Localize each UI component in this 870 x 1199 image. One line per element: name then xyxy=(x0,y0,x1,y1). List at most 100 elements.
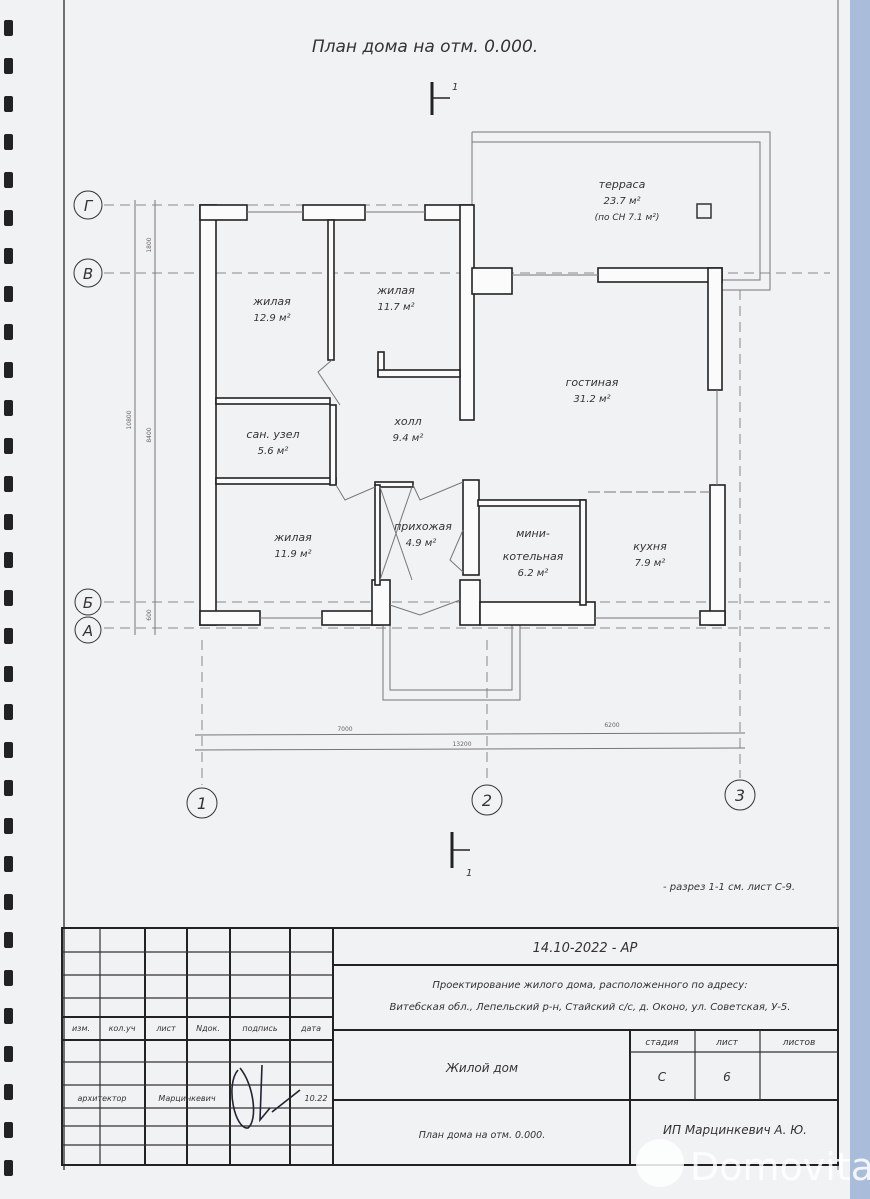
axis-col-2: 2 xyxy=(471,784,503,816)
binding-hole xyxy=(4,438,13,454)
svg-text:2: 2 xyxy=(482,791,492,810)
project-line-1: Проектирование жилого дома, расположенно… xyxy=(432,980,747,991)
svg-text:Б: Б xyxy=(83,594,93,612)
dim-v3: 600 xyxy=(146,609,153,621)
project-line-2: Витебская обл., Лепельский р-н, Стайский… xyxy=(390,1001,791,1013)
binding-hole xyxy=(4,780,13,796)
svg-text:кол.уч: кол.уч xyxy=(109,1024,136,1033)
binding-hole xyxy=(4,476,13,492)
binding-hole xyxy=(4,210,13,226)
svg-text:гостиная: гостиная xyxy=(566,376,619,389)
sheet-title: План дома на отм. 0.000. xyxy=(419,1130,545,1141)
svg-text:дата: дата xyxy=(300,1024,321,1033)
binding-hole xyxy=(4,1008,13,1024)
svg-text:мини-: мини- xyxy=(516,527,550,540)
svg-text:А: А xyxy=(82,622,93,640)
room-bedroom-3: жилая 11.9 м² xyxy=(273,531,312,560)
binding-hole xyxy=(4,970,13,986)
svg-text:жилая: жилая xyxy=(252,295,291,308)
svg-text:11.9 м²: 11.9 м² xyxy=(275,549,312,560)
object-name: Жилой дом xyxy=(445,1061,518,1075)
svg-text:4.9 м²: 4.9 м² xyxy=(406,538,437,549)
dim-13200: 13200 xyxy=(452,741,471,748)
sign-date: 10.22 xyxy=(305,1094,328,1103)
axis-col-3: 3 xyxy=(724,779,756,811)
svg-text:3: 3 xyxy=(735,786,745,805)
plan-title: План дома на отм. 0.000. xyxy=(312,37,538,57)
room-hall: холл 9.4 м² xyxy=(393,415,424,444)
binding-hole xyxy=(4,400,13,416)
svg-text:лист: лист xyxy=(155,1024,176,1033)
paper xyxy=(0,0,850,1199)
room-living: гостиная 31.2 м² xyxy=(566,376,619,405)
sheet-value: 6 xyxy=(723,1070,731,1084)
svg-text:11.7 м²: 11.7 м² xyxy=(378,302,415,313)
svg-text:кухня: кухня xyxy=(633,540,667,553)
svg-text:котельная: котельная xyxy=(503,550,564,563)
svg-text:1: 1 xyxy=(197,794,207,813)
binding-hole xyxy=(4,742,13,758)
svg-text:(по СН 7.1 м²): (по СН 7.1 м²) xyxy=(595,213,660,223)
svg-text:прихожая: прихожая xyxy=(394,520,452,533)
binding-hole xyxy=(4,552,13,568)
section-mark-bottom: 1 xyxy=(450,832,472,879)
signature xyxy=(231,1064,301,1129)
dimension-lines: 7000 6200 13200 1800 8400 10800 600 xyxy=(126,200,746,751)
domovita-watermark: Domovita xyxy=(636,1139,870,1189)
room-boiler: мини-котельная 6.2 м² xyxy=(503,527,564,579)
binding-hole xyxy=(4,248,13,264)
binding-hole xyxy=(4,172,13,188)
room-entrance: прихожая 4.9 м² xyxy=(394,520,452,549)
svg-text:терраса: терраса xyxy=(599,178,646,191)
axis-row-Б: Б xyxy=(74,588,102,616)
svg-text:31.2 м²: 31.2 м² xyxy=(574,394,611,405)
svg-text:6.2 м²: 6.2 м² xyxy=(518,568,549,579)
stage-label: стадия xyxy=(645,1038,679,1048)
binding-holes xyxy=(4,20,13,1176)
dim-7000: 7000 xyxy=(337,726,352,733)
svg-text:1: 1 xyxy=(466,868,472,879)
axis-row-В: В xyxy=(73,258,103,288)
svg-text:жилая: жилая xyxy=(273,531,312,544)
svg-text:Nдок.: Nдок. xyxy=(196,1024,220,1033)
terrace: терраса 23.7 м² (по СН 7.1 м²) xyxy=(471,131,771,291)
svg-text:изм.: изм. xyxy=(72,1024,90,1033)
section-note: - разрез 1-1 см. лист С-9. xyxy=(663,882,795,893)
axis-col-1: 1 xyxy=(186,787,218,819)
room-bedroom-1: жилая 12.9 м² xyxy=(252,295,291,324)
svg-text:5.6 м²: 5.6 м² xyxy=(258,446,289,457)
binding-hole xyxy=(4,628,13,644)
svg-text:9.4 м²: 9.4 м² xyxy=(393,433,424,444)
sheet-label: лист xyxy=(715,1038,739,1048)
binding-hole xyxy=(4,1046,13,1062)
axis-row-А: А xyxy=(74,616,102,644)
svg-text:холл: холл xyxy=(393,415,421,428)
binding-hole xyxy=(4,134,13,150)
svg-text:23.7 м²: 23.7 м² xyxy=(604,196,641,207)
binding-hole xyxy=(4,1160,13,1176)
binding-hole xyxy=(4,96,13,112)
dim-v2: 8400 xyxy=(146,427,153,442)
title-block: 14.10-2022 - АР Проектирование жилого до… xyxy=(61,927,839,1166)
binding-hole xyxy=(4,932,13,948)
svg-text:12.9 м²: 12.9 м² xyxy=(254,313,291,324)
binding-hole xyxy=(4,514,13,530)
svg-text:подпись: подпись xyxy=(242,1024,277,1033)
binding-hole xyxy=(4,1122,13,1138)
stage-value: С xyxy=(658,1070,667,1084)
binding-hole xyxy=(4,20,13,36)
binding-hole xyxy=(4,666,13,682)
company: ИП Марцинкевич А. Ю. xyxy=(663,1123,807,1137)
svg-text:1: 1 xyxy=(452,82,458,93)
grid-lines xyxy=(104,204,830,785)
binding-hole xyxy=(4,704,13,720)
porch xyxy=(382,625,521,701)
binding-hole xyxy=(4,286,13,302)
binding-hole xyxy=(4,324,13,340)
svg-text:Г: Г xyxy=(84,197,94,215)
binding-hole xyxy=(4,818,13,834)
